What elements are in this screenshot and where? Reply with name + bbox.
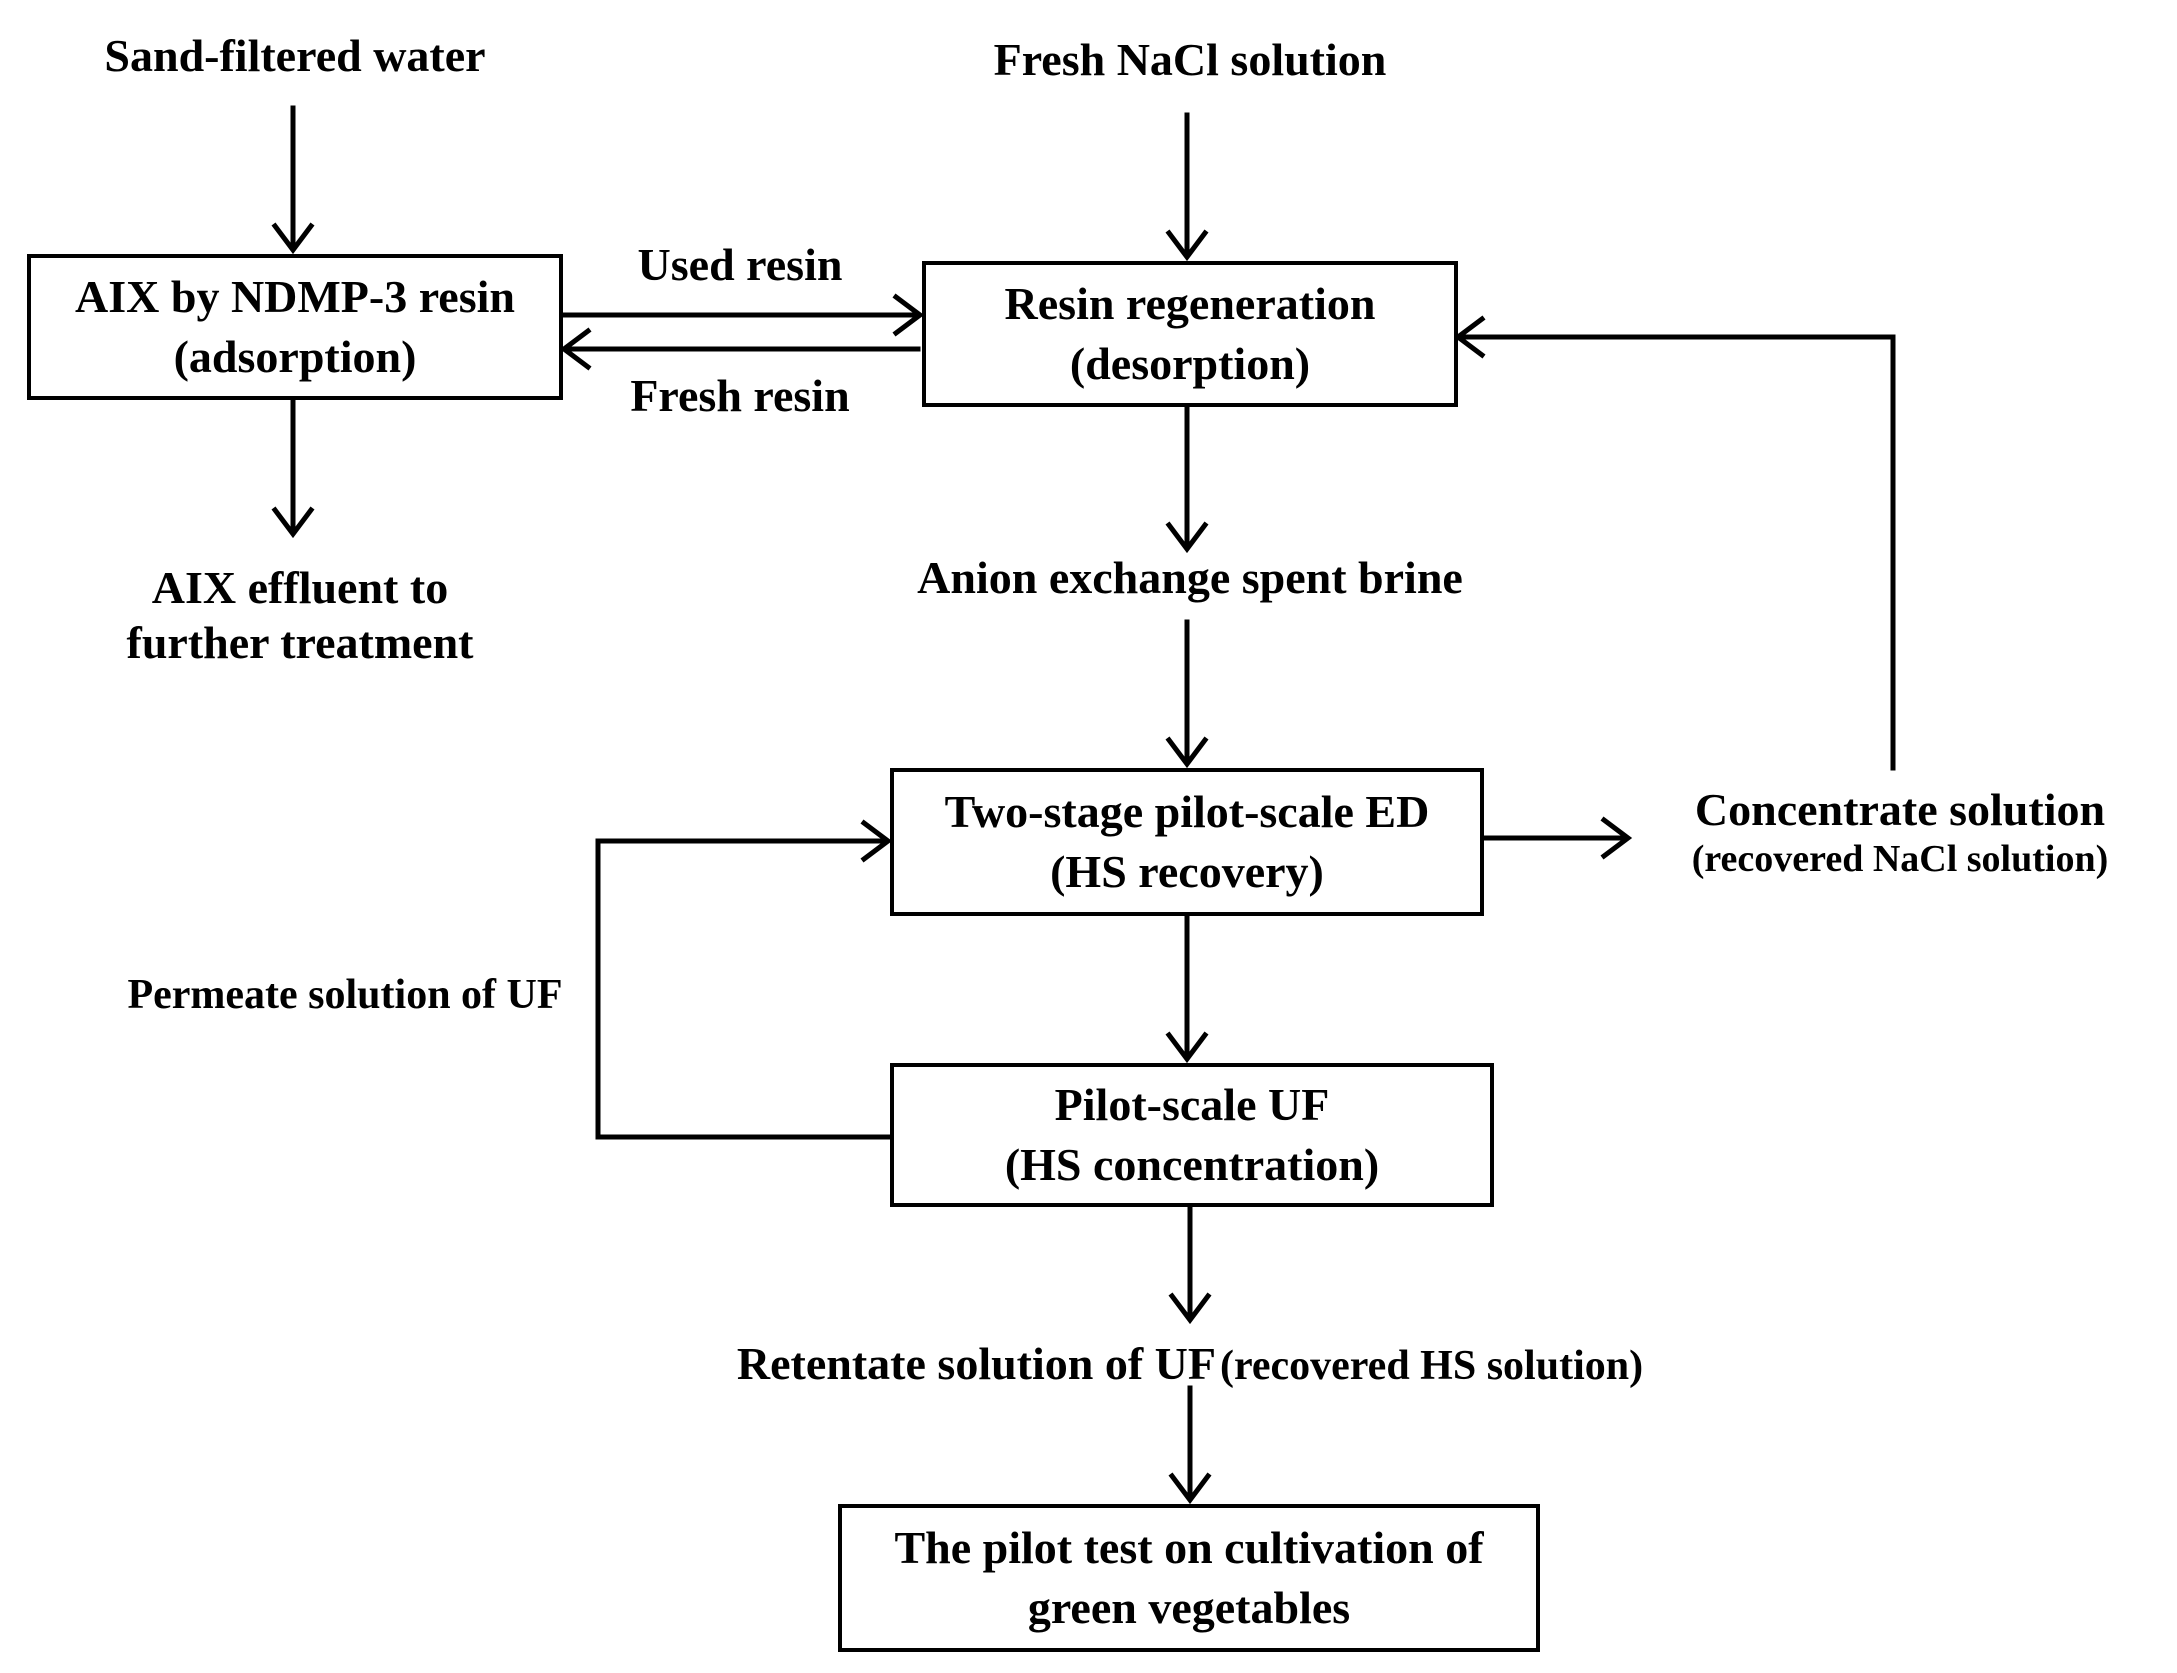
box-pilot-test: The pilot test on cultivation of green v… — [838, 1504, 1540, 1652]
box-resin-regeneration: Resin regeneration (desorption) — [922, 261, 1458, 407]
label-used-resin: Used resin — [637, 239, 843, 290]
label-fresh-resin: Fresh resin — [630, 370, 850, 421]
label-aix-effluent: AIX effluent to further treatment — [60, 560, 540, 670]
label-sand-filtered-water: Sand-filtered water — [104, 30, 486, 81]
arrow-ed-to-uf — [1165, 914, 1209, 1064]
box-aix-adsorption: AIX by NDMP-3 resin (adsorption) — [27, 254, 563, 400]
box-regen-line1: Resin regeneration — [1004, 278, 1376, 330]
box-pilot-line2: green vegetables — [1027, 1582, 1351, 1633]
label-concentrate: Concentrate solution (recovered NaCl sol… — [1640, 782, 2160, 883]
arrow-nacl-to-regen — [1165, 112, 1209, 262]
label-concentrate-line1: Concentrate solution — [1694, 784, 2106, 835]
label-fresh-nacl: Fresh NaCl solution — [993, 34, 1387, 85]
arrow-uf-to-retentate — [1168, 1205, 1212, 1325]
label-aix-effluent-line1: AIX effluent to — [151, 562, 449, 613]
arrow-used-resin — [561, 293, 925, 337]
arrow-regen-to-brine — [1165, 404, 1209, 554]
box-ed-line2: (HS recovery) — [1050, 846, 1324, 897]
box-ed-hs-recovery: Two-stage pilot-scale ED (HS recovery) — [890, 768, 1484, 916]
label-concentrate-line2: (recovered NaCl solution) — [1691, 838, 2109, 881]
arrow-permeate-loop — [595, 819, 894, 1140]
label-retentate-main: Retentate solution of UF — [736, 1338, 1216, 1389]
label-spent-brine: Anion exchange spent brine — [917, 552, 1463, 603]
arrow-aix-to-effluent — [271, 399, 315, 539]
box-pilot-line1: The pilot test on cultivation of — [894, 1522, 1484, 1574]
box-aix-line1: AIX by NDMP-3 resin — [75, 271, 515, 323]
box-aix-line2: (adsorption) — [173, 331, 417, 382]
box-uf-line1: Pilot-scale UF — [1054, 1079, 1330, 1131]
label-aix-effluent-line2: further treatment — [126, 617, 474, 669]
arrow-fresh-resin — [559, 327, 921, 371]
arrow-concentrate-to-regen — [1453, 315, 1896, 771]
box-ed-line1: Two-stage pilot-scale ED — [944, 786, 1430, 838]
label-retentate-sub: (recovered HS solution) — [1220, 1343, 1644, 1389]
box-uf-hs-concentration: Pilot-scale UF (HS concentration) — [890, 1063, 1494, 1207]
box-regen-line2: (desorption) — [1069, 338, 1311, 389]
arrow-sand-to-aix — [271, 105, 315, 255]
label-permeate: Permeate solution of UF — [127, 972, 563, 1018]
label-retentate: Retentate solution of UF (recovered HS s… — [640, 1336, 1740, 1391]
arrow-brine-to-ed — [1165, 619, 1209, 769]
arrow-retentate-to-pilot — [1168, 1385, 1212, 1505]
arrow-ed-to-concentrate — [1483, 816, 1633, 860]
box-uf-line2: (HS concentration) — [1004, 1139, 1380, 1190]
